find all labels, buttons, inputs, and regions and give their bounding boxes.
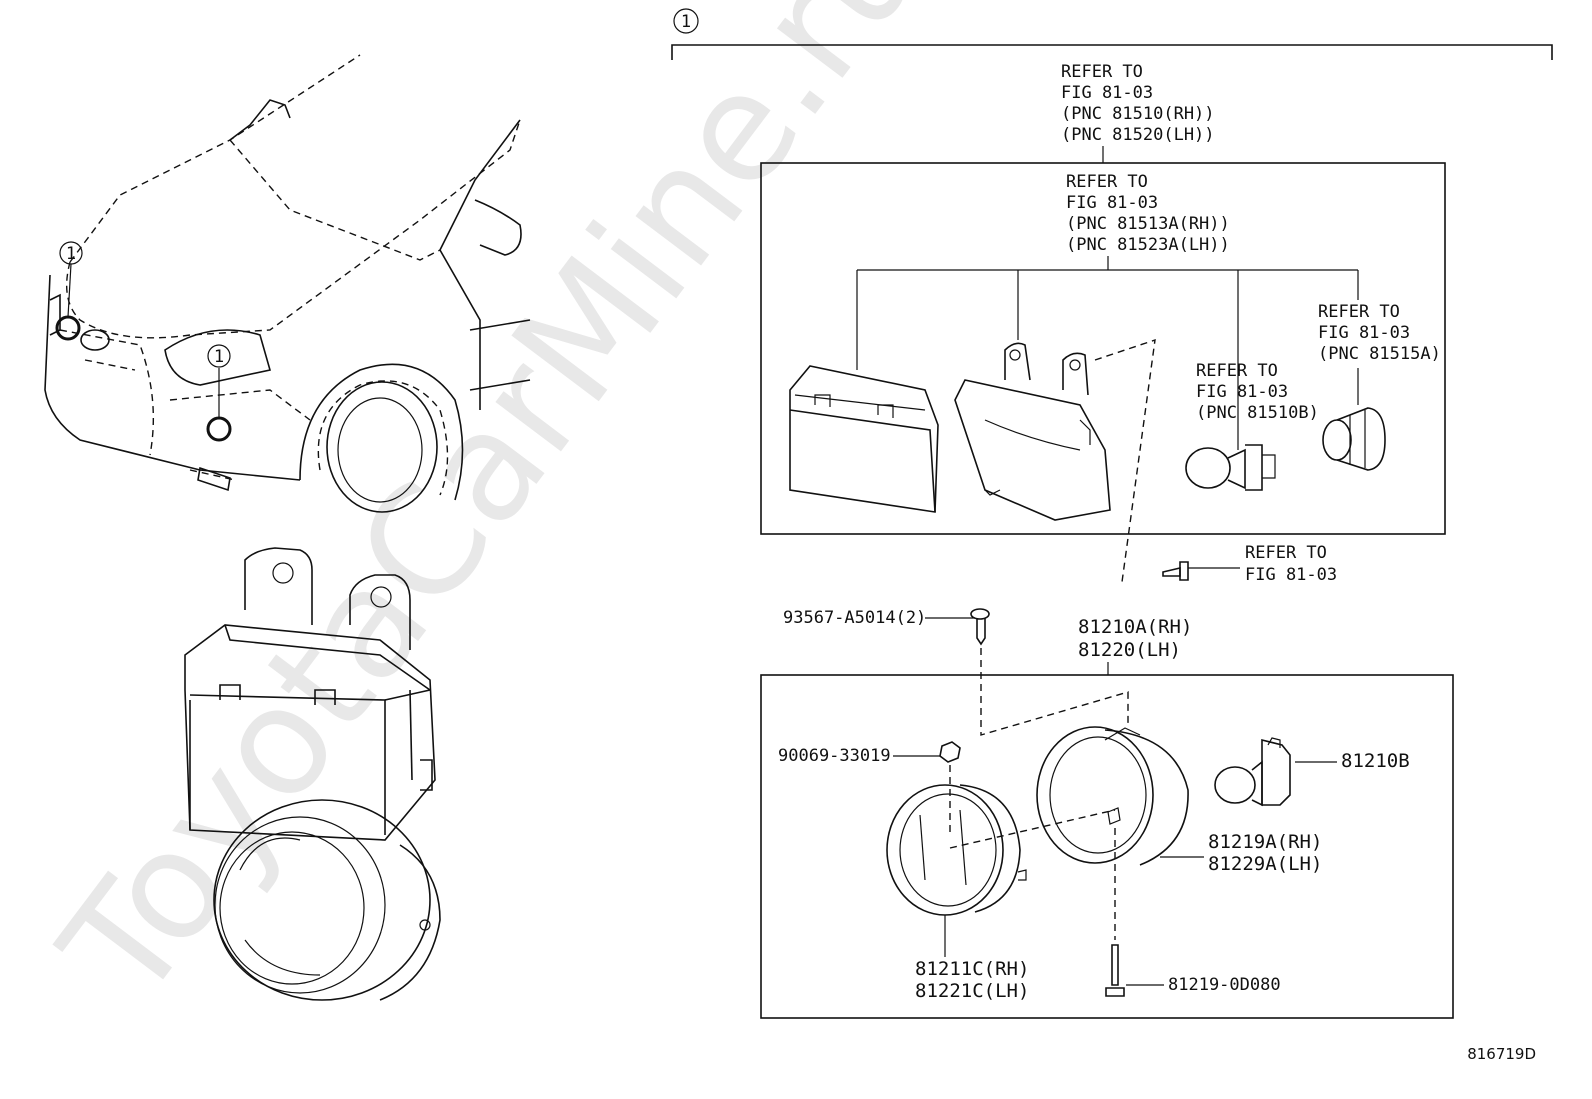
housing-illustration — [1036, 726, 1189, 866]
svg-text:(PNC 81520(LH)): (PNC 81520(LH)) — [1061, 125, 1215, 145]
assembly-marker: 1 — [673, 8, 699, 34]
fog-lamp-assy-label: 81210A(RH) 81220(LH) — [1078, 616, 1192, 661]
svg-text:REFER TO: REFER TO — [1066, 172, 1148, 192]
nut-label: 90069-33019 — [778, 746, 891, 766]
svg-text:REFER TO: REFER TO — [1245, 543, 1327, 563]
svg-text:FIG 81-03: FIG 81-03 — [1245, 565, 1337, 585]
screw-tapping-illustration — [970, 608, 990, 646]
cover-lens-illustration — [789, 365, 939, 513]
car-front-illustration — [44, 54, 531, 513]
bulb-illustration — [1185, 444, 1276, 491]
svg-text:FIG 81-03: FIG 81-03 — [1061, 83, 1153, 103]
svg-text:(PNC 81510(RH)): (PNC 81510(RH)) — [1061, 104, 1215, 124]
bulb-81210b-label: 81210B — [1341, 750, 1410, 772]
svg-text:1: 1 — [681, 12, 691, 32]
bulb-81210b-illustration — [1214, 737, 1291, 807]
svg-text:(PNC 81515A): (PNC 81515A) — [1318, 344, 1441, 364]
car-marker-lh: 1 — [207, 344, 231, 368]
svg-text:81210B: 81210B — [1341, 750, 1410, 772]
svg-text:REFER TO: REFER TO — [1061, 62, 1143, 82]
lens-label: 81211C(RH) 81221C(LH) — [915, 958, 1029, 1002]
svg-text:FIG 81-03: FIG 81-03 — [1318, 323, 1410, 343]
fog-lamp-assembly-illustration — [184, 547, 441, 1001]
svg-text:81229A(LH): 81229A(LH) — [1208, 853, 1322, 875]
screw-refer-label: REFER TO FIG 81-03 — [1245, 543, 1337, 585]
svg-text:(PNC 81513A(RH)): (PNC 81513A(RH)) — [1066, 214, 1230, 234]
adjust-screw-illustration — [1105, 944, 1125, 997]
svg-text:(PNC 81510B): (PNC 81510B) — [1196, 403, 1319, 423]
dash-guide-lower — [980, 648, 1129, 736]
svg-text:1: 1 — [214, 347, 224, 367]
svg-text:81221C(LH): 81221C(LH) — [915, 980, 1029, 1002]
svg-text:(PNC 81523A(LH)): (PNC 81523A(LH)) — [1066, 235, 1230, 255]
svg-text:1: 1 — [66, 244, 76, 264]
svg-text:FIG 81-03: FIG 81-03 — [1196, 382, 1288, 402]
assembly-bracket — [671, 44, 1553, 60]
car-marker-rh: 1 — [59, 241, 83, 265]
diagram-id: 816719D — [1467, 1045, 1536, 1063]
svg-text:81220(LH): 81220(LH) — [1078, 639, 1181, 661]
dash-guide-upper — [1094, 338, 1156, 583]
svg-text:REFER TO: REFER TO — [1318, 302, 1400, 322]
adjust-screw-label: 81219-0D080 — [1168, 975, 1281, 995]
nut-illustration — [939, 741, 961, 763]
cover-group-box — [760, 162, 1446, 535]
svg-text:93567-A5014(2): 93567-A5014(2) — [783, 608, 926, 628]
headlamp-refer-label: REFER TO FIG 81-03 (PNC 81510(RH)) (PNC … — [1061, 62, 1215, 145]
svg-text:81219A(RH): 81219A(RH) — [1208, 831, 1322, 853]
screw-small-illustration — [1162, 561, 1189, 581]
svg-text:81219-0D080: 81219-0D080 — [1168, 975, 1281, 995]
socket-refer-label: REFER TO FIG 81-03 (PNC 81515A) — [1318, 302, 1441, 364]
lens-illustration — [886, 784, 1027, 916]
socket-illustration — [1322, 407, 1386, 471]
housing-label: 81219A(RH) 81229A(LH) — [1208, 831, 1322, 875]
lens-refer-label: REFER TO FIG 81-03 (PNC 81513A(RH)) (PNC… — [1066, 172, 1230, 255]
svg-text:81211C(RH): 81211C(RH) — [915, 958, 1029, 980]
svg-text:81210A(RH): 81210A(RH) — [1078, 616, 1192, 638]
fog-lamp-assy-box — [760, 674, 1454, 1019]
svg-text:90069-33019: 90069-33019 — [778, 746, 891, 766]
bulb-refer-label: REFER TO FIG 81-03 (PNC 81510B) — [1196, 361, 1319, 423]
cover-bracket-illustration — [954, 342, 1111, 521]
svg-text:REFER TO: REFER TO — [1196, 361, 1278, 381]
screw-tapping-label: 93567-A5014(2) — [783, 608, 926, 628]
svg-text:FIG 81-03: FIG 81-03 — [1066, 193, 1158, 213]
